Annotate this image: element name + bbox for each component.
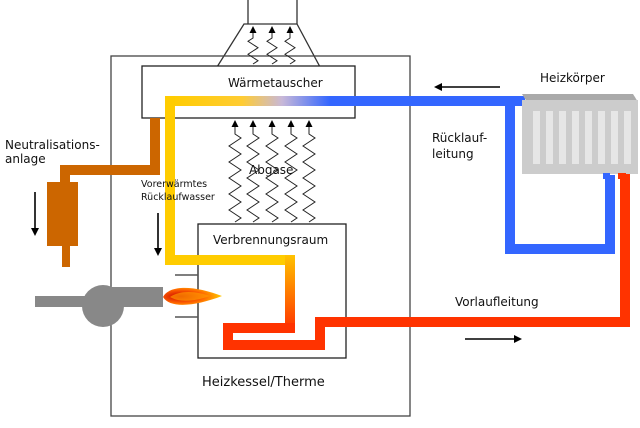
flow-line-label: Vorlaufleitung [455,295,539,309]
radiator-flow-connector [618,173,626,179]
exhaust-wave [265,126,279,223]
return-line-label-line2: leitung [432,147,474,161]
arrow-up-icon [249,26,257,33]
flue-wave [247,32,259,65]
heat-exchanger-box [141,65,356,119]
exhaust-wave [284,126,298,223]
condensate-pipe [47,118,160,267]
radiator-label: Heizkörper [540,71,605,85]
exhaust-gases-label: Abgase [249,163,293,177]
neutralisation-label-line2: anlage [5,152,46,166]
arrow-up-icon [268,26,276,33]
heat-exchanger-label: Wärmetauscher [228,76,323,90]
preheated-label-line2: Rücklaufwasser [141,192,215,203]
flue-hood [215,0,322,68]
flow-pipe [223,170,630,350]
preheated-label-line1: Vorerwärmtes [141,179,207,190]
flue-waves [247,26,296,65]
flue-wave [284,32,296,65]
arrow-up-icon [305,120,313,127]
boiler-label: Heizkessel/Therme [202,375,325,390]
arrow-up-icon [249,120,257,127]
exhaust-wave [302,126,316,223]
radiator-return-connector [603,173,610,179]
arrow-up-icon [286,26,294,33]
flue-wave [266,32,278,65]
arrow-up-icon [268,120,276,127]
neutralisation-label-line1: Neutralisations- [5,138,100,152]
return-pipe [330,96,615,254]
combustion-chamber-label: Verbrennungsraum [213,233,328,247]
return-line-label-line1: Rücklauf- [432,131,487,145]
radiator [522,94,638,179]
exhaust-wave [246,126,260,223]
flame-icon [163,287,222,305]
neutralisation-unit [47,182,78,246]
burner-blower [35,274,198,327]
exhaust-waves [228,120,316,223]
arrow-up-icon [287,120,295,127]
arrow-up-icon [231,120,239,127]
preheated-return-pipe [165,96,290,265]
exhaust-wave [228,126,242,223]
boiler-casing [110,55,411,417]
